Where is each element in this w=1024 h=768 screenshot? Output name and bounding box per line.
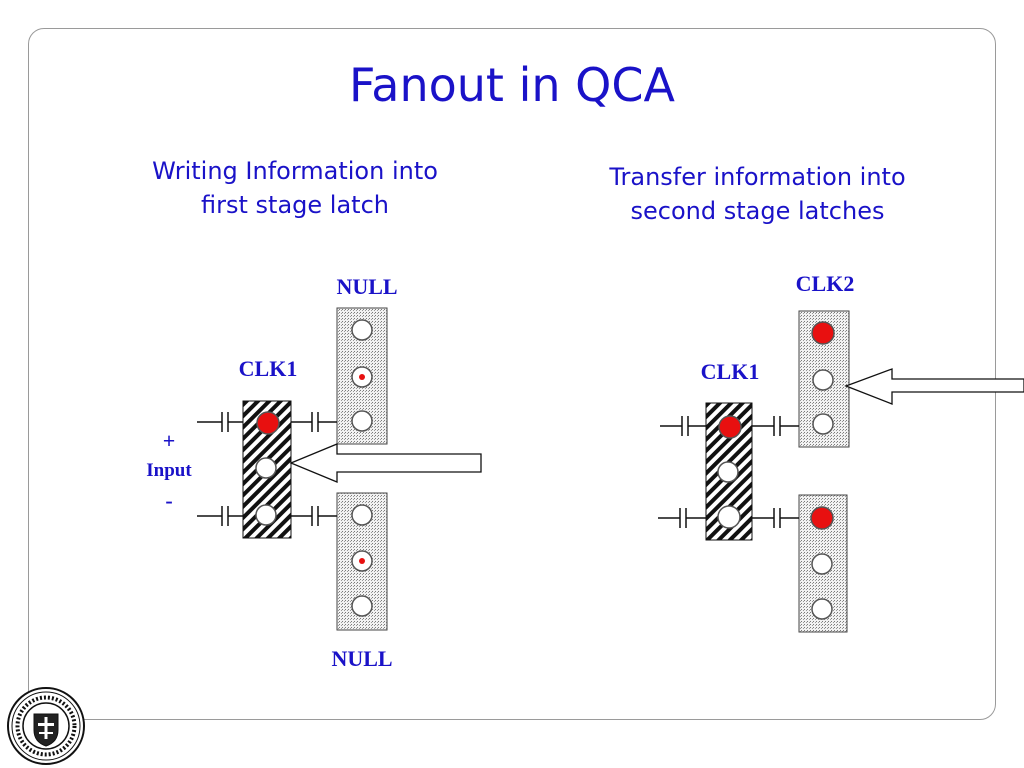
right-cell-middle [717, 461, 739, 483]
right-heading-line-1: Transfer information into [609, 163, 906, 191]
clk2-cell-3 [812, 413, 834, 435]
university-seal-icon [7, 687, 85, 765]
input-label: Input [146, 460, 192, 481]
top-null-cell-2-dot [359, 374, 365, 380]
right-diagram: CLK2 CLK1 [658, 271, 1024, 633]
lower-cell-red [810, 506, 834, 530]
lower-cell-3 [811, 598, 833, 620]
bottom-null-cell-3 [351, 595, 373, 617]
right-cell-bottom [717, 505, 741, 529]
left-clk1-label: CLK1 [239, 356, 298, 381]
right-clk2-label: CLK2 [796, 271, 855, 296]
left-arrow-icon [289, 443, 482, 483]
clk2-cell-2 [812, 369, 834, 391]
lower-cell-2 [811, 553, 833, 575]
left-bottom-null-label: NULL [331, 646, 392, 671]
clk2-cell-red [811, 321, 835, 345]
input-plus-label: + [163, 428, 176, 453]
input-minus-label: - [165, 488, 172, 513]
right-capacitors [658, 416, 799, 528]
left-heading-line-2: first stage latch [201, 191, 389, 219]
right-clk1-label: CLK1 [701, 359, 760, 384]
left-heading: Writing Information into first stage lat… [110, 154, 480, 222]
top-null-cell-1 [351, 319, 373, 341]
right-cell-red [718, 415, 742, 439]
right-arrow-icon [844, 368, 1024, 405]
bottom-null-cell-1 [351, 504, 373, 526]
top-null-cell-3 [351, 410, 373, 432]
left-cell-middle [255, 457, 277, 479]
left-heading-line-1: Writing Information into [152, 157, 438, 185]
left-top-null-label: NULL [336, 274, 397, 299]
left-diagram: NULL CLK1 + Input - NULL [146, 274, 482, 671]
left-cell-bottom [255, 504, 277, 526]
right-heading-line-2: second stage latches [630, 197, 885, 225]
left-capacitors [197, 412, 337, 526]
slide-frame [28, 28, 996, 720]
right-heading: Transfer information into second stage l… [570, 160, 945, 228]
left-cell-red [256, 411, 280, 435]
slide-title: Fanout in QCA [349, 58, 675, 112]
bottom-null-cell-2-dot [359, 558, 365, 564]
